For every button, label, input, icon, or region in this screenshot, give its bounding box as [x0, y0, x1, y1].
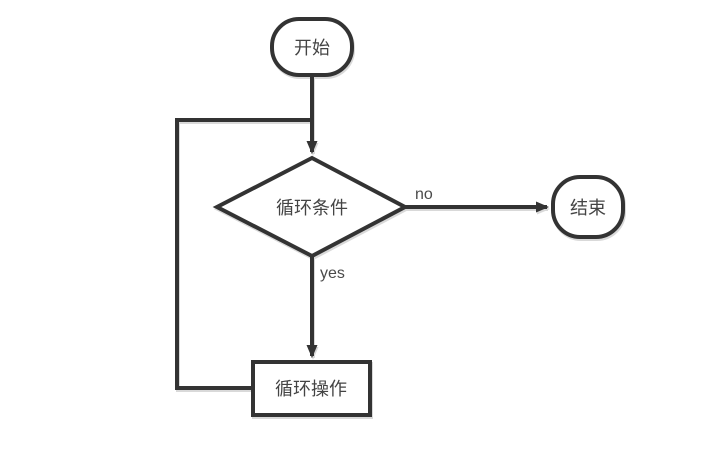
edge-label-yes: yes [320, 265, 345, 282]
operation-node-label: 循环操作 [275, 379, 347, 399]
end-node [551, 175, 625, 239]
edge-operation-loop-back [175, 118, 312, 390]
end-node-label: 结束 [570, 198, 606, 218]
start-node-label: 开始 [294, 38, 330, 58]
operation-node [251, 360, 372, 417]
condition-node [212, 155, 410, 259]
edge-label-no: no [415, 186, 433, 203]
start-node [270, 17, 354, 77]
condition-node-label: 循环条件 [276, 198, 348, 218]
